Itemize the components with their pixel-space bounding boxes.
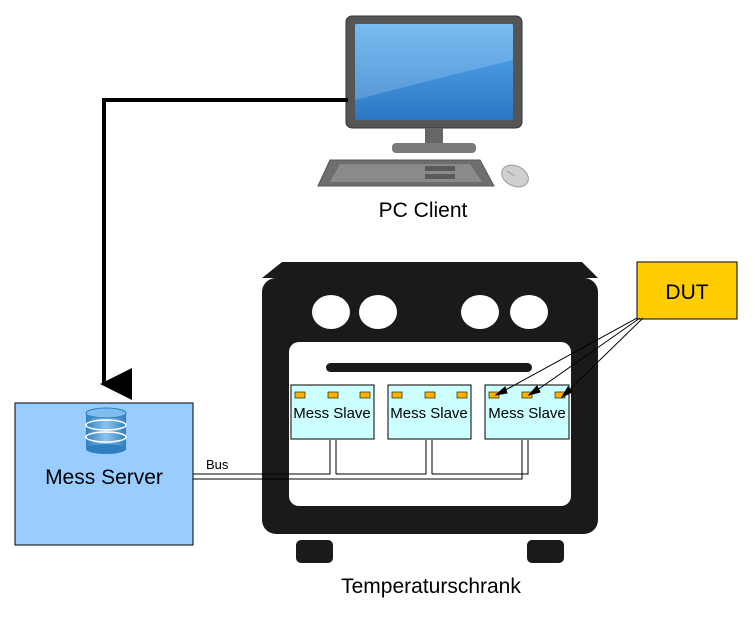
mess-slave-label: Mess Slave — [390, 405, 468, 422]
dut-label: DUT — [665, 281, 708, 304]
bus-lines — [193, 440, 529, 480]
bus-label: Bus — [206, 457, 229, 472]
mess-slave-2: Mess Slave — [387, 384, 472, 440]
monitor-icon — [345, 15, 523, 153]
mess-server-label: Mess Server — [45, 466, 163, 489]
pc-client: PC Client — [317, 15, 529, 222]
chamber-label: Temperaturschrank — [341, 575, 521, 598]
mess-server: Mess Server — [14, 402, 194, 546]
mess-slave-label: Mess Slave — [293, 405, 371, 422]
pc-client-label: PC Client — [379, 199, 468, 222]
mouse-icon — [501, 164, 529, 188]
dut-box: DUT — [636, 261, 738, 320]
mess-slave-label: Mess Slave — [488, 405, 566, 422]
chamber-handle — [326, 363, 532, 372]
dut-connections — [494, 317, 644, 399]
knobs — [312, 295, 548, 329]
mess-slave-1: Mess Slave — [290, 384, 375, 440]
pc-server-connection — [100, 98, 348, 400]
database-icon — [85, 407, 127, 454]
keyboard-icon — [317, 159, 495, 187]
